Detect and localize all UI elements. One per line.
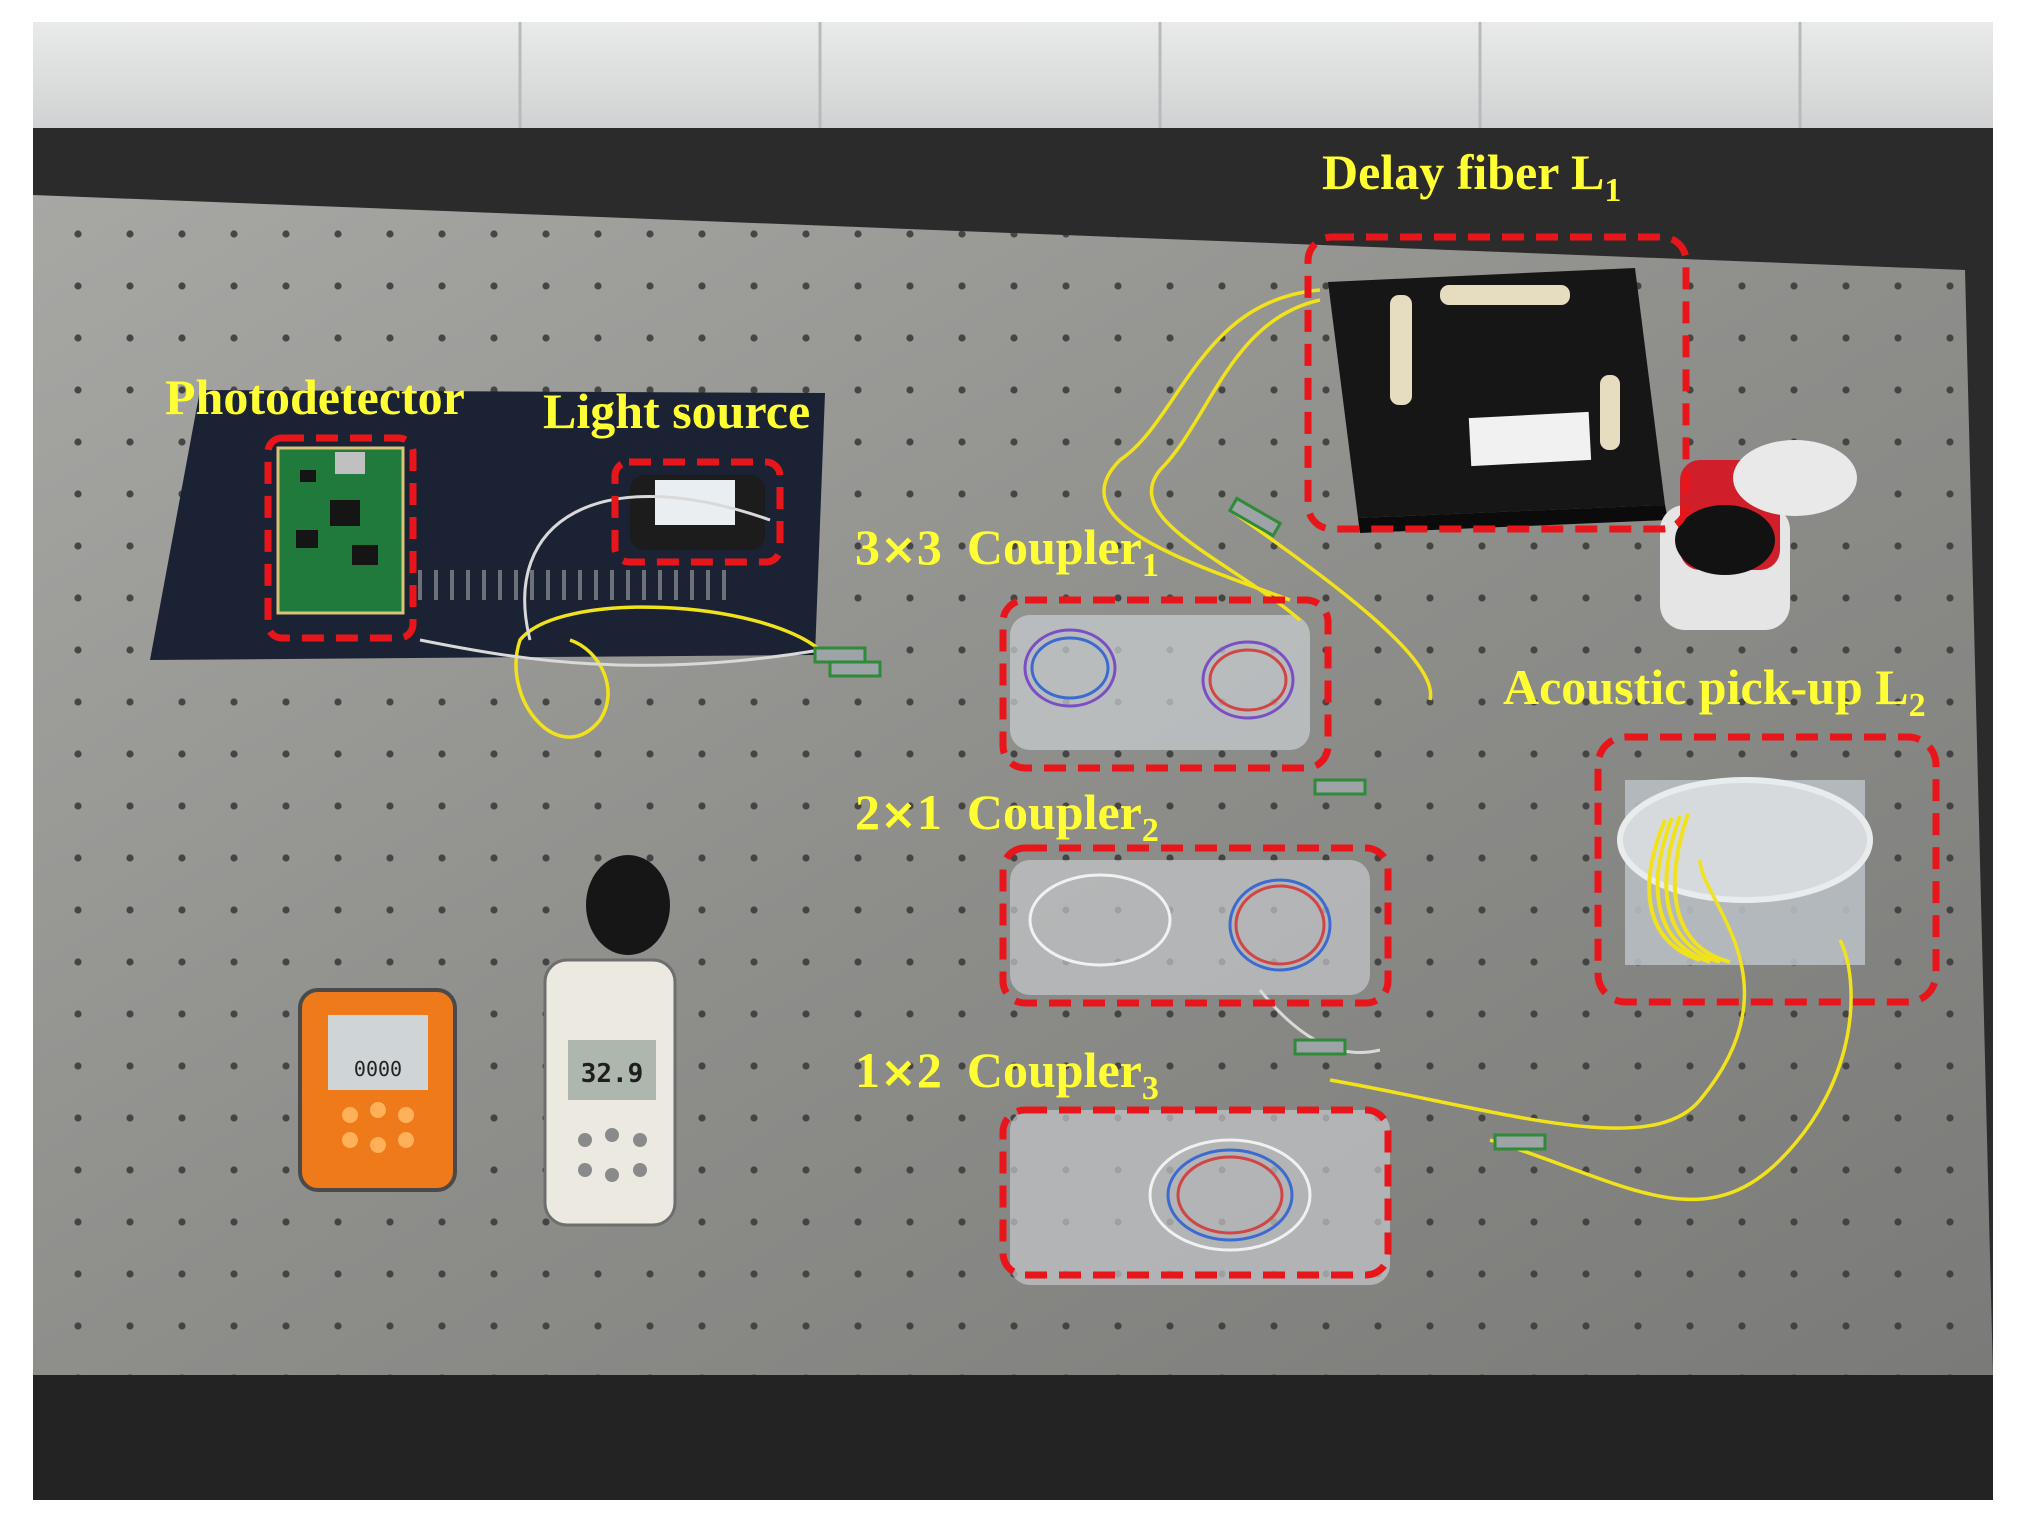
power-meter-keys — [342, 1102, 414, 1153]
delay-fiber-sticker — [1468, 411, 1592, 467]
label-coupler1: 3×3 Coupler1 — [855, 519, 1159, 584]
table-base — [33, 1375, 1993, 1500]
usb-port — [335, 452, 365, 474]
fiber-connectors — [813, 496, 1547, 1151]
panel-slots — [418, 570, 726, 600]
box-light-source — [611, 458, 784, 566]
label-light-source: Light source — [543, 383, 811, 439]
speaker-face — [1675, 505, 1775, 575]
sound-meter-screen — [568, 1040, 656, 1100]
delay-fiber-box-side — [1358, 505, 1668, 533]
coupler2-tray — [1010, 860, 1370, 995]
box-coupler3 — [999, 1106, 1392, 1279]
acoustic-fiber-coil — [1647, 813, 1731, 964]
yellow-fibers — [514, 288, 1853, 1202]
label-photodetector: Photodetector — [165, 369, 465, 425]
sound-meter-keys — [578, 1128, 647, 1182]
box-coupler1 — [999, 596, 1332, 772]
speaker-top — [1733, 440, 1857, 516]
sound-meter-reading: 32.9 — [581, 1059, 644, 1089]
light-source-label-sticker — [655, 480, 735, 525]
label-acoustic: Acoustic pick-up L2 — [1503, 659, 1926, 724]
power-meter-screen — [328, 1015, 428, 1090]
coupler1-tray — [1010, 615, 1310, 750]
coupler1-coils — [1023, 628, 1295, 720]
acoustic-cylinder-rim — [1617, 777, 1873, 903]
highlight-boxes — [264, 233, 1940, 1279]
box-coupler2 — [999, 844, 1392, 1007]
coupler2-coils — [1028, 873, 1332, 972]
power-meter-reading: 0000 — [354, 1057, 402, 1081]
sound-meter-windscreen — [586, 855, 670, 955]
label-delay-fiber: Delay fiber L1 — [1322, 144, 1622, 209]
coupler3-tray — [1010, 1110, 1390, 1285]
box-photodetector — [264, 434, 417, 642]
label-coupler3: 1×2 Coupler3 — [855, 1042, 1159, 1107]
coupler3-coils — [1148, 1138, 1312, 1252]
box-delay-fiber — [1304, 233, 1690, 533]
fiber-mount-pads — [1390, 285, 1620, 450]
pcb-chips — [296, 470, 378, 565]
box-acoustic — [1594, 733, 1940, 1006]
label-coupler2: 2×1 Coupler2 — [855, 784, 1159, 849]
